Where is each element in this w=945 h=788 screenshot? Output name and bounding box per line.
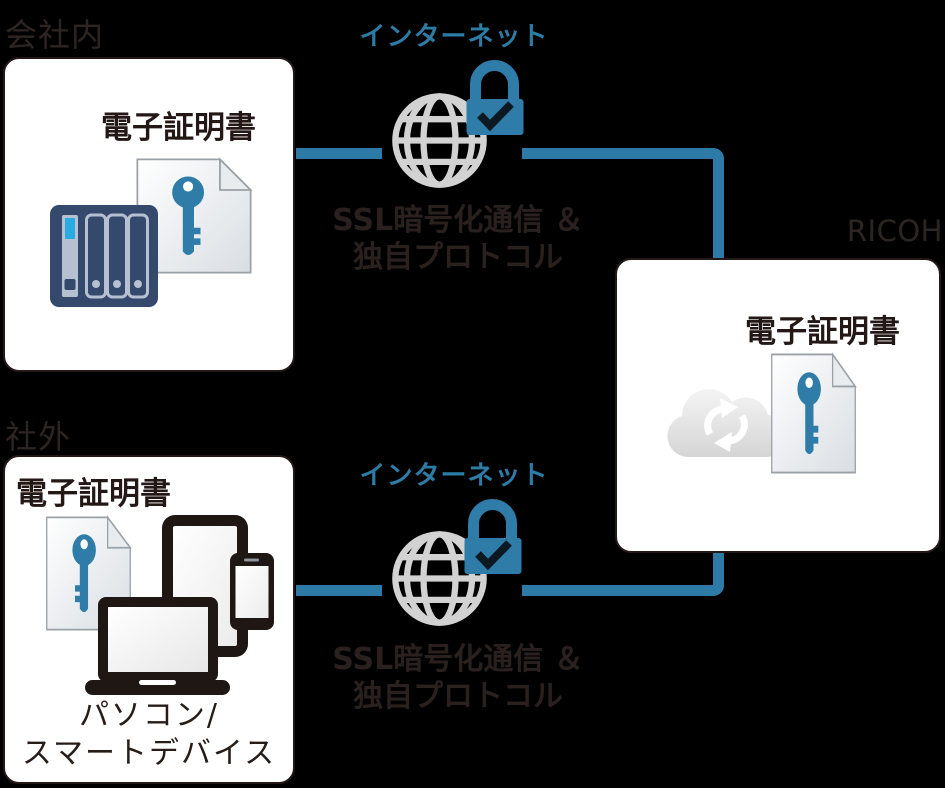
cloud-sync-icon xyxy=(667,389,789,458)
ssl-line1: SSL暗号化通信 ＆ xyxy=(332,642,584,677)
ssl-protocol-label-top: SSL暗号化通信 ＆ 独自プロトコル xyxy=(301,202,615,276)
laptop-icon xyxy=(85,597,230,695)
zone-label-outside: 社外 xyxy=(5,418,72,456)
globe-icon xyxy=(392,93,487,188)
ssl-padlock-check-icon xyxy=(466,60,524,135)
internet-label-top: インターネット xyxy=(359,22,549,52)
outside-certificate-title: 電子証明書 xyxy=(16,476,171,512)
smartphone-icon xyxy=(230,553,274,630)
key-glyph xyxy=(797,372,821,455)
internet-label-bottom: インターネット xyxy=(359,461,549,491)
nas-storage-icon xyxy=(50,205,158,307)
zone-label-company: 会社内 xyxy=(5,16,105,54)
provider-label-ricoh: RICOH xyxy=(846,214,943,248)
ssl-protocol-label-bottom: SSL暗号化通信 ＆ 独自プロトコル xyxy=(301,641,615,715)
ssl-line1: SSL暗号化通信 ＆ xyxy=(332,203,584,238)
device-caption: パソコン/ スマートデバイス xyxy=(3,697,295,773)
device-caption-line1: パソコン/ xyxy=(78,698,220,733)
certificate-document-key-icon xyxy=(771,352,857,474)
ssl-padlock-check-icon xyxy=(464,499,522,574)
ricoh-certificate-title: 電子証明書 xyxy=(745,314,900,350)
company-certificate-title: 電子証明書 xyxy=(101,110,256,146)
device-caption-line2: スマートデバイス xyxy=(21,736,277,771)
ssl-line2: 独自プロトコル xyxy=(353,240,563,275)
ssl-line2: 独自プロトコル xyxy=(353,679,563,714)
key-glyph xyxy=(172,176,205,255)
certificate-document-key-icon xyxy=(136,157,253,274)
key-glyph xyxy=(72,534,96,613)
